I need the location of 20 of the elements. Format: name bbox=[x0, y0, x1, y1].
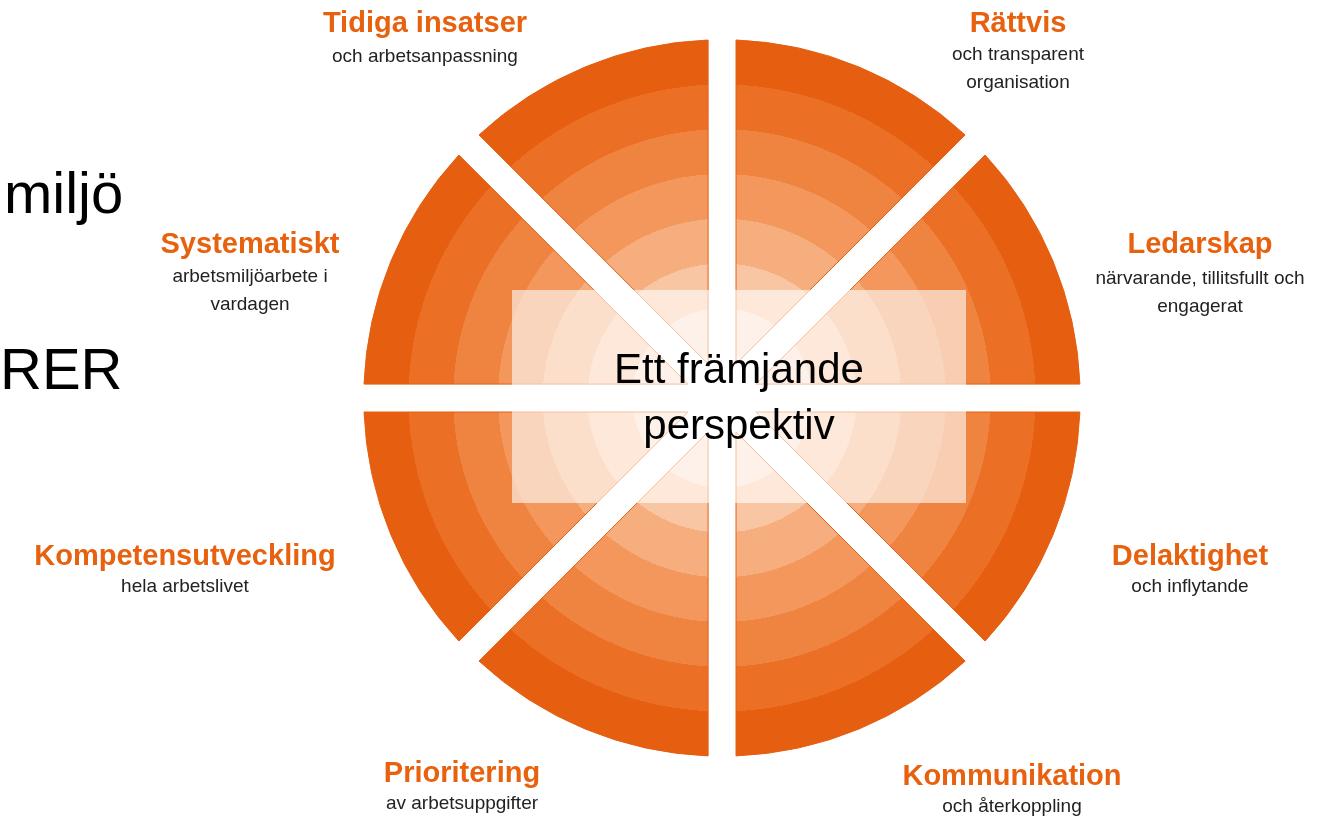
segment-description: och transparent organisation bbox=[951, 42, 1085, 94]
segment-description: närvarande, tillitsfullt och engagerat bbox=[1094, 266, 1306, 318]
segment-heading: Kompetensutveckling bbox=[34, 538, 336, 572]
heading-text: RER bbox=[0, 336, 123, 402]
segment-heading: Ledarskap bbox=[1127, 226, 1273, 260]
segment-description: och arbetsanpassning bbox=[331, 44, 519, 68]
center-title: Ett främjande perspektiv bbox=[613, 343, 865, 450]
segment-description: arbetsmiljöarbete i vardagen bbox=[171, 264, 329, 316]
heading-text: miljö bbox=[4, 160, 124, 226]
segment-heading: Prioritering bbox=[383, 755, 541, 789]
segment-heading: Rättvis bbox=[969, 5, 1067, 39]
segment-description: och inflytande bbox=[1130, 574, 1250, 598]
segment-description: och återkoppling bbox=[941, 794, 1083, 818]
segment-heading: Systematiskt bbox=[160, 226, 340, 260]
center-panel bbox=[512, 290, 966, 503]
segment-heading: Delaktighet bbox=[1111, 538, 1269, 572]
segment-heading: Kommunikation bbox=[902, 758, 1122, 792]
segment-description: av arbetsuppgifter bbox=[384, 791, 540, 815]
segment-heading: Tidiga insatser bbox=[322, 5, 528, 39]
segment-description: hela arbetslivet bbox=[120, 574, 250, 598]
